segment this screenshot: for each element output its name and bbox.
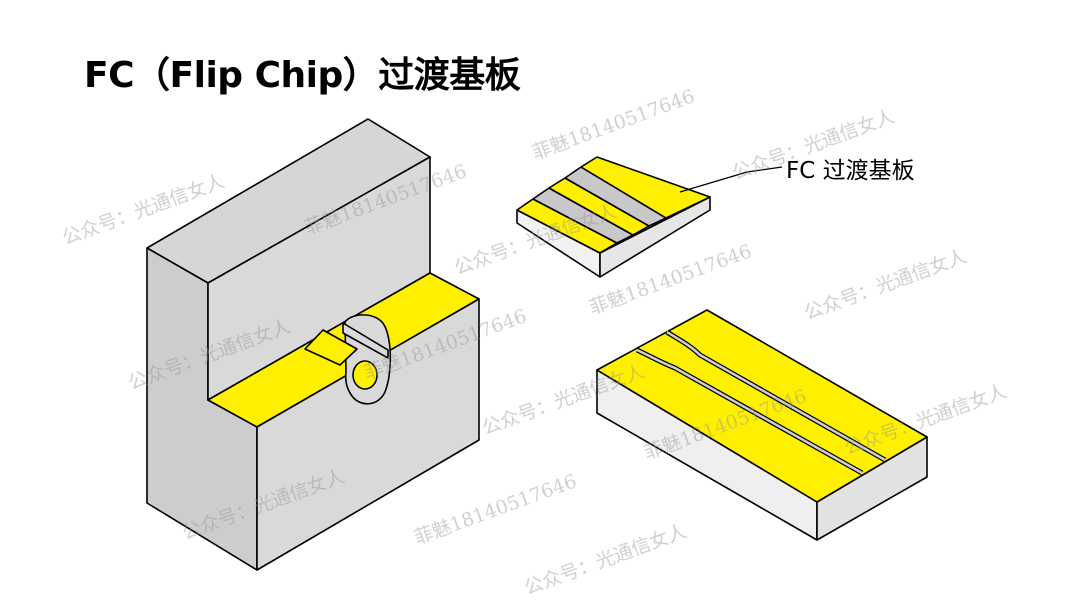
- small-right-side: [599, 196, 711, 278]
- fc-substrate-small: [516, 156, 711, 278]
- carrier-block: [146, 118, 480, 571]
- callout-label: FC 过渡基板: [786, 158, 915, 184]
- small-band-5: [580, 156, 711, 219]
- ring-cylinder-top: [304, 329, 358, 366]
- ring-cylinder-end: [352, 360, 378, 390]
- callout-leader-line: [679, 166, 783, 193]
- fc-substrate-large: [596, 309, 928, 541]
- block-lower-front-face: [256, 298, 480, 571]
- large-top-face: [596, 309, 928, 503]
- large-gaps: [635, 329, 887, 476]
- page-title: FC（Flip Chip）过渡基板: [84, 55, 521, 96]
- ring-slot: [342, 322, 389, 359]
